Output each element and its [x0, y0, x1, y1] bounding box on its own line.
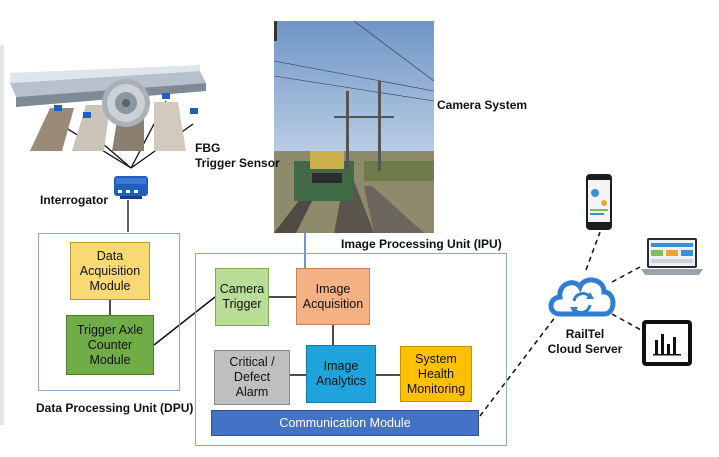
data-acquisition-module: Data Acquisition Module — [70, 242, 150, 300]
camera-trigger-module: Camera Trigger — [215, 268, 269, 326]
tablet-chart-icon — [642, 320, 692, 366]
ipu-frame — [195, 253, 507, 446]
interrogator-label: Interrogator — [40, 193, 109, 207]
fbg-trigger-sensor-label: FBG Trigger Sensor — [195, 141, 280, 170]
cloud-sync-icon — [548, 277, 616, 317]
laptop-icon — [641, 238, 703, 275]
trigger-axle-counter-module: Trigger Axle Counter Module — [66, 315, 154, 375]
image-analytics-module: Image Analytics — [306, 345, 376, 403]
comm-to-cloud-dashed — [479, 315, 557, 417]
camera-view-image — [274, 21, 434, 233]
camera-system-label: Camera System — [437, 98, 528, 112]
axle-to-trigger-line — [153, 296, 216, 346]
ipu-title: Image Processing Unit (IPU) — [341, 237, 502, 251]
system-health-monitoring-module: System Health Monitoring — [400, 346, 472, 402]
cloud-to-phone-dashed — [585, 231, 601, 271]
image-acquisition-module: Image Acquisition — [296, 268, 370, 325]
left-edge-strip — [0, 45, 4, 425]
critical-defect-alarm-module: Critical / Defect Alarm — [214, 350, 290, 405]
dpu-title: Data Processing Unit (DPU) — [36, 401, 194, 415]
dpu-frame — [38, 233, 180, 391]
smartphone-icon — [586, 174, 612, 230]
communication-module: Communication Module — [211, 410, 479, 436]
track-sensor-icon — [10, 65, 206, 151]
cloud-server-label: RailTel Cloud Server — [547, 327, 623, 356]
interrogator-icon — [114, 176, 148, 199]
cloud-to-tablet-dashed — [611, 313, 642, 331]
